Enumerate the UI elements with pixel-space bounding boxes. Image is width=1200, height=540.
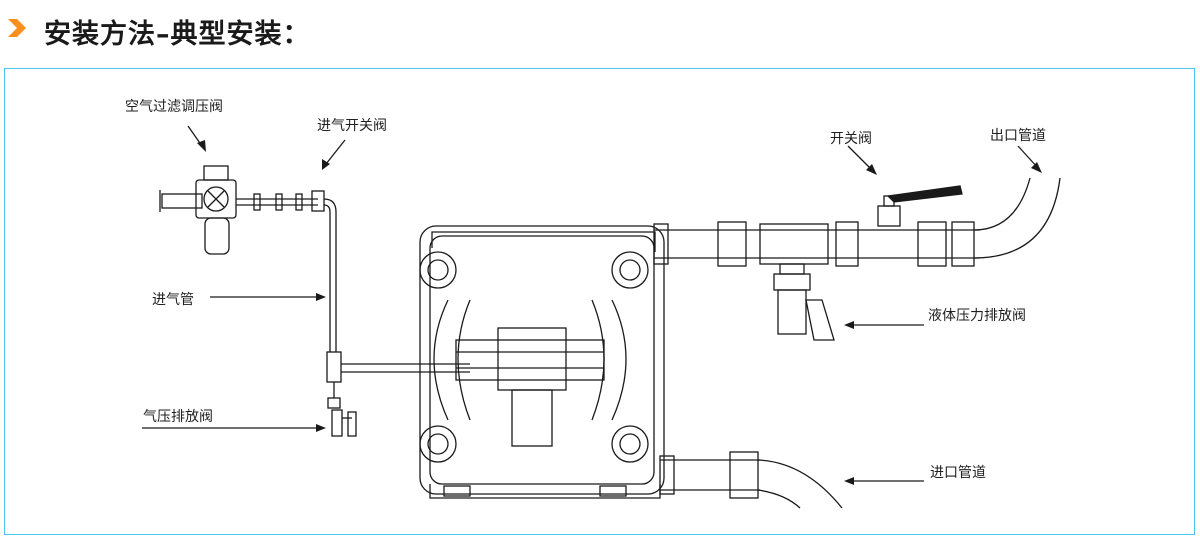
label-inlet-pipe: 进口管道 (930, 465, 986, 481)
outlet-line (653, 221, 980, 267)
page-header: 安装方法–典型安装： (0, 0, 1200, 60)
chevron-right-icon (8, 19, 26, 37)
label-air-exhaust-valve: 气压排放阀 (143, 409, 213, 425)
air-filter-regulator (159, 165, 237, 255)
label-air-inlet-valve: 进气开关阀 (317, 118, 387, 134)
outlet-pipe (973, 177, 1061, 259)
air-inlet-valve (311, 190, 325, 212)
inlet-pipe (659, 451, 843, 509)
diagram-frame (4, 68, 1195, 535)
label-air-filter-regulator: 空气过滤调压阀 (125, 99, 223, 115)
air-exhaust-valve (326, 351, 357, 437)
label-air-inlet-pipe: 进气管 (152, 292, 194, 308)
label-liquid-pressure-relief-valve: 液体压力排放阀 (928, 308, 1026, 324)
label-outlet-pipe: 出口管道 (990, 128, 1046, 144)
switch-valve (877, 185, 963, 227)
liquid-pressure-relief-valve (773, 263, 835, 341)
page-title: 安装方法–典型安装： (44, 19, 311, 50)
diaphragm-pump (419, 225, 665, 499)
label-switch-valve: 开关阀 (830, 131, 872, 147)
pointer-arrows (142, 125, 1039, 482)
